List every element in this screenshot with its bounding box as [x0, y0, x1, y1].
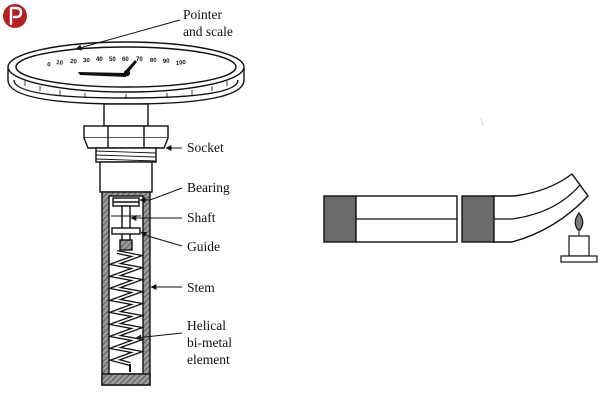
- shaft-tip: [119, 239, 133, 251]
- dial-scale: 0 10 20 30 40 50 60 70 80 90 100: [47, 57, 187, 69]
- candle-body: [568, 235, 590, 257]
- candle-base: [560, 255, 598, 263]
- label-shaft: Shaft: [187, 210, 216, 225]
- label-pointer-line1: Pointer: [183, 7, 223, 22]
- label-helical-line1: Helical: [187, 318, 226, 333]
- label-bearing: Bearing: [187, 180, 230, 195]
- leader-lines: [75, 19, 183, 341]
- dial-neck: [103, 103, 149, 127]
- helical-bimetal-coil: [106, 249, 146, 372]
- label-socket: Socket: [187, 140, 224, 155]
- scale-tick: 50: [109, 57, 116, 63]
- helical-leader: [135, 332, 183, 341]
- scale-tick: 10: [56, 60, 64, 67]
- candle-flame-icon: [560, 212, 598, 263]
- p-logo-icon: [3, 4, 27, 28]
- guide: [111, 227, 141, 235]
- label-pointer-line2: and scale: [183, 24, 233, 39]
- pointer-leader: [75, 19, 181, 51]
- scale-tick: 40: [96, 57, 103, 63]
- scale-tick: 20: [70, 59, 78, 65]
- guide-leader: [140, 231, 183, 247]
- label-guide: Guide: [187, 239, 220, 254]
- scale-tick: 0: [47, 62, 52, 68]
- scale-tick: 30: [83, 58, 91, 64]
- flame: [574, 212, 584, 231]
- label-helical-line3: element: [187, 352, 230, 367]
- strip-clamp-left: [323, 195, 357, 243]
- scale-tick: 80: [150, 58, 158, 64]
- scale-tick: 60: [122, 57, 129, 63]
- bearing: [112, 197, 140, 207]
- socket-fitting: [83, 125, 169, 149]
- scale-tick: 70: [136, 57, 143, 63]
- pointer-needle: [78, 60, 137, 77]
- bearing-leader: [139, 187, 183, 203]
- strip-clamp-right: [461, 195, 495, 243]
- stem-collar: [99, 161, 153, 193]
- strip-body-bent: [492, 173, 589, 243]
- shaft: [121, 205, 131, 243]
- label-helical-line2: bi-metal: [187, 335, 232, 350]
- bimetal-strip-bent: [461, 173, 589, 243]
- scale-tick: 100: [176, 60, 187, 67]
- dial-case: [7, 41, 245, 105]
- bimetal-strip-straight: [323, 195, 458, 243]
- socket-threads: [95, 147, 157, 163]
- faint-mark: [480, 117, 484, 127]
- callout-labels: Pointer and scale Socket Bearing Shaft G…: [183, 7, 233, 367]
- bimetal-thermometer: 0 10 20 30 40 50 60 70 80 90 100: [7, 41, 245, 386]
- scale-tick: 90: [163, 58, 171, 64]
- label-stem: Stem: [187, 280, 215, 295]
